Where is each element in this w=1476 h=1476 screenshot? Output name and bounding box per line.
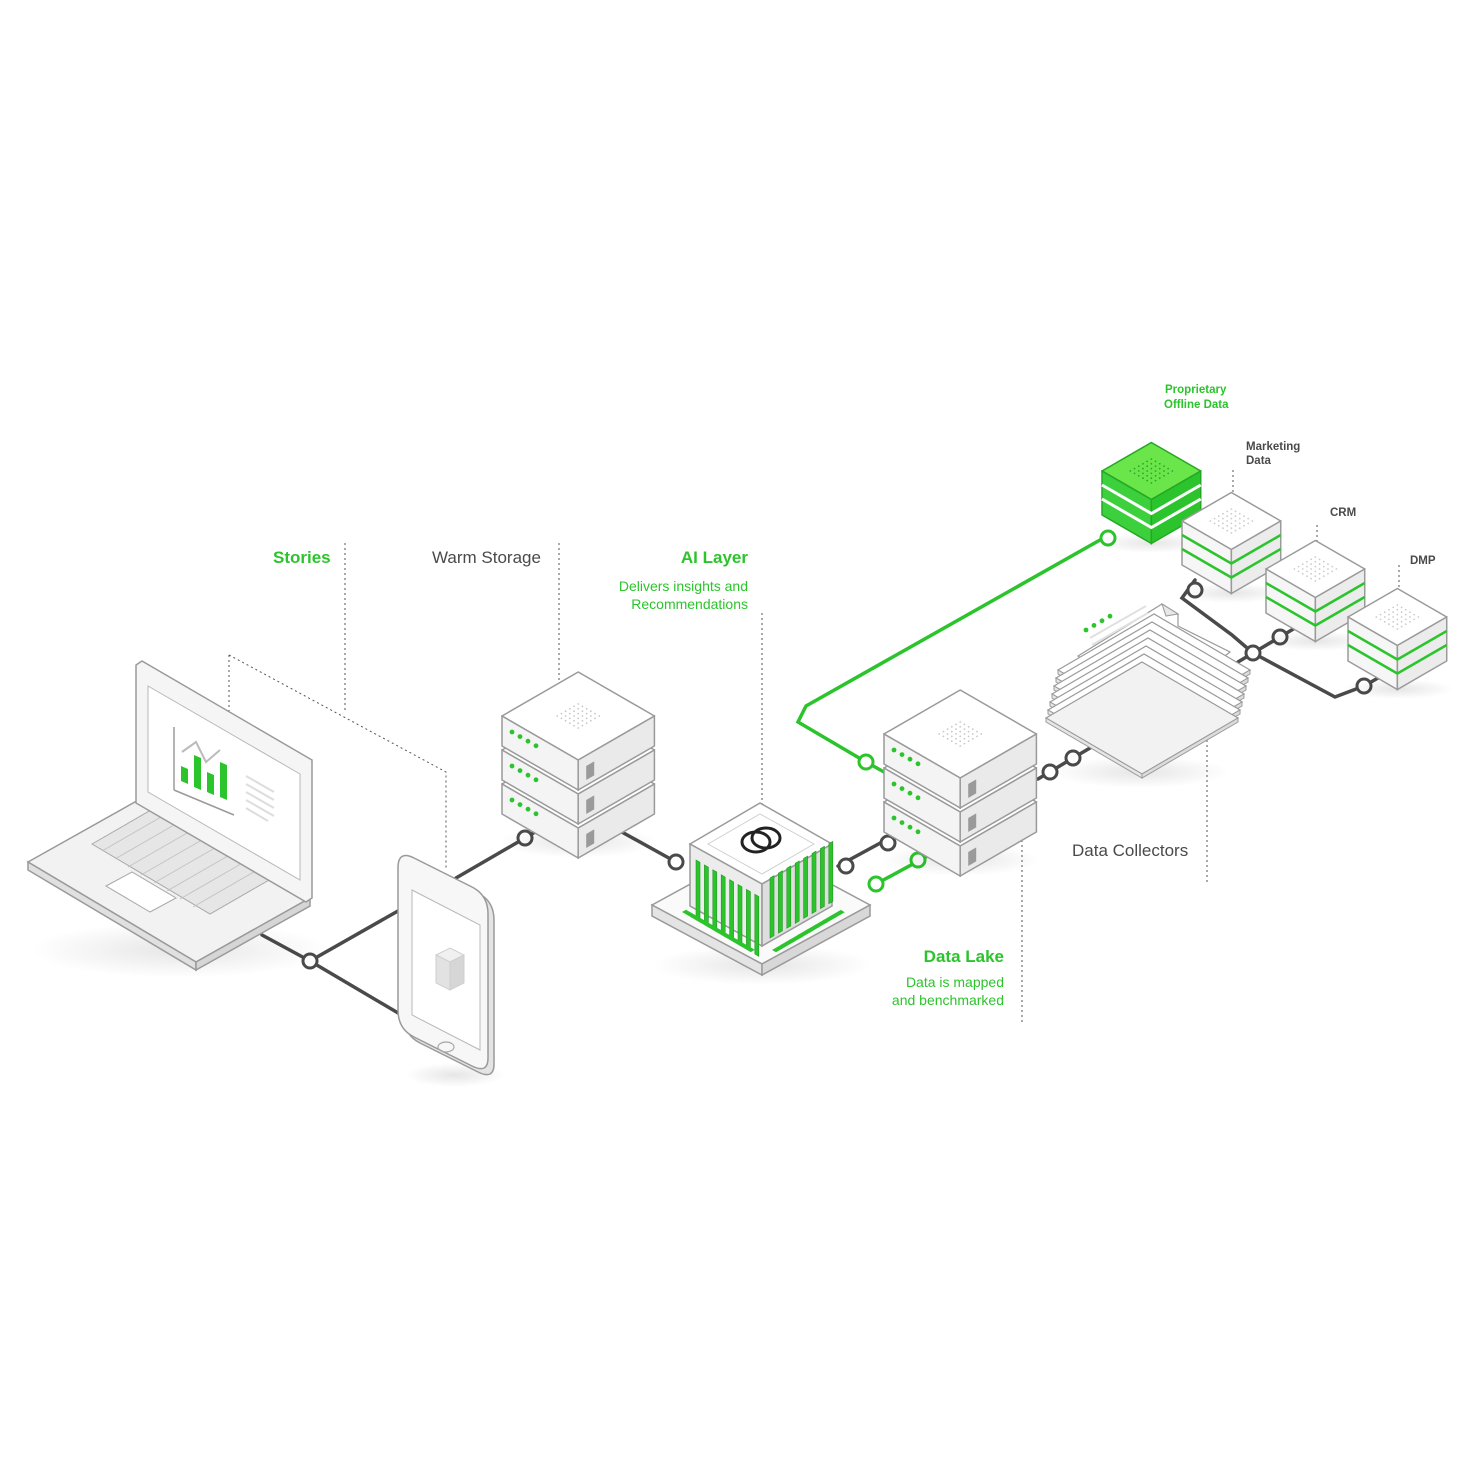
status-led	[517, 734, 523, 739]
smartphone-icon	[397, 854, 505, 1087]
status-led	[525, 738, 531, 744]
status-led	[533, 811, 539, 817]
status-led	[509, 729, 515, 735]
status-led	[899, 786, 905, 791]
overlapping-rings-logo	[740, 826, 782, 854]
processor-chip-icon	[650, 802, 872, 985]
status-led	[907, 824, 913, 830]
status-led	[1091, 623, 1097, 628]
source-boxes	[1096, 441, 1454, 699]
laptop-icon	[26, 660, 330, 978]
status-led	[1083, 627, 1089, 633]
data-lake-title: Data Lake	[923, 947, 1004, 966]
status-led	[891, 815, 897, 821]
status-led	[907, 756, 913, 762]
proprietary-label-2: Offline Data	[1164, 399, 1229, 411]
database-box-icon	[1096, 441, 1208, 553]
stories-label: Stories	[273, 548, 331, 567]
status-led	[899, 820, 905, 825]
status-led	[907, 790, 913, 796]
marketing-label-2: Data	[1246, 455, 1271, 467]
status-led	[533, 777, 539, 783]
ai-layer-title: AI Layer	[680, 548, 748, 567]
status-led	[517, 802, 523, 807]
warm-storage-label: Warm Storage	[432, 548, 541, 567]
proprietary-label-1: Proprietary	[1165, 384, 1227, 396]
data-lake-subtitle-2: and benchmarked	[891, 992, 1004, 1008]
chip-pins	[682, 840, 845, 957]
document-stack-icon	[1044, 602, 1252, 788]
status-led	[517, 768, 523, 773]
crm-label: CRM	[1330, 507, 1357, 519]
server-stack-icon	[880, 689, 1040, 878]
status-led	[533, 743, 539, 749]
status-led	[525, 772, 531, 778]
status-led	[509, 763, 515, 769]
status-led	[525, 806, 531, 812]
status-led	[915, 761, 921, 767]
marketing-label-1: Marketing	[1246, 441, 1301, 453]
status-led	[1099, 618, 1105, 624]
status-led	[891, 747, 897, 753]
database-box-icon	[1342, 587, 1454, 699]
server-stack-icon	[498, 671, 658, 860]
status-led	[899, 752, 905, 757]
ai-layer-subtitle-1: Delivers insights and	[618, 578, 748, 594]
status-led	[891, 781, 897, 787]
dmp-label: DMP	[1410, 555, 1436, 567]
database-box-icon	[1260, 539, 1372, 651]
data-collectors-label: Data Collectors	[1072, 841, 1189, 860]
status-led	[915, 795, 921, 801]
status-led	[915, 829, 921, 835]
data-lake-subtitle-1: Data is mapped	[905, 974, 1004, 990]
database-box-icon	[1176, 491, 1288, 603]
status-led	[509, 797, 515, 803]
status-led	[1107, 613, 1113, 619]
ai-layer-subtitle-2: Recommendations	[631, 596, 748, 612]
